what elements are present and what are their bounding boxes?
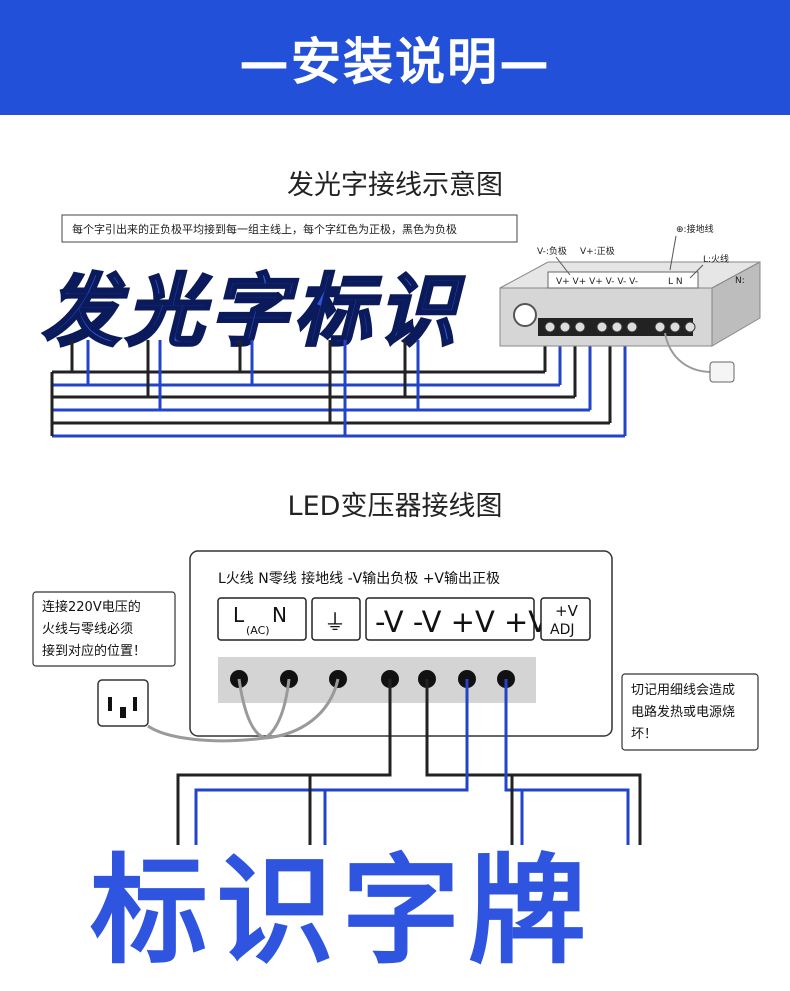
adj-terminal-label <box>540 597 591 641</box>
note-text: 每个字引出来的正负极平均接到每一组主线上，每个字红色为正极，黑色为负极 <box>72 222 457 236</box>
left-note-line-2: 火线与零线必须 <box>42 622 134 637</box>
section2-title: LED变压器接线图 <box>287 491 503 522</box>
socket-icon <box>97 679 149 727</box>
right-note-line-1: 切记用细线会造成 <box>631 683 736 698</box>
ground-terminal-label <box>311 597 361 641</box>
right-note-box <box>621 673 759 751</box>
label-l: L <box>233 603 245 627</box>
psu-terminal-labels: V+ V+ V+ V- V- V- <box>556 277 638 287</box>
left-note-box <box>32 591 176 667</box>
output-labels: -V -V +V +V <box>375 605 548 639</box>
neg-wire-a <box>176 679 392 845</box>
psu-pos-label: V+:正极 <box>580 245 615 257</box>
adj-top: +V <box>555 602 579 620</box>
section1-title: 发光字接线示意图 <box>287 170 503 201</box>
label-n: N <box>272 603 287 627</box>
sign-letters-2: 标识字牌 <box>90 842 594 980</box>
ln-terminal-label <box>217 597 307 641</box>
pos-wire-a <box>194 679 469 845</box>
right-note-line-2: 电路发热或电源烧 <box>631 705 736 720</box>
legend-ground: ⊕:接地线 <box>676 223 714 235</box>
left-note: 连接220V电压的 火线与零线必须 接到对应的位置！ <box>42 597 146 663</box>
neg-wire-b <box>425 679 642 845</box>
adj-bottom: ADJ <box>550 622 575 638</box>
pos-wire-b <box>504 679 630 845</box>
note-box <box>61 214 518 243</box>
left-note-line-3: 接到对应的位置！ <box>42 644 147 659</box>
power-supply-unit: V+ V+ V+ V- V- V- L N V-:负极 V+:正极 ⊕:接地线 … <box>499 223 761 383</box>
ground-icon: ⏚ <box>324 611 346 636</box>
title-banner: —安装说明— <box>0 0 790 115</box>
fan-icon <box>513 303 537 327</box>
legend-neutral: N: <box>735 276 745 286</box>
right-note: 切记用细线会造成 电路发热或电源烧 坏！ <box>631 680 735 746</box>
left-note-line-1: 连接220V电压的 <box>42 600 141 615</box>
banner-title: —安装说明— <box>239 33 551 91</box>
right-note-line-3: 坏！ <box>631 727 658 742</box>
terminal-strip <box>218 657 536 703</box>
output-terminal-label <box>365 597 535 641</box>
plug-icon <box>709 361 735 383</box>
legend-live: L:火线 <box>703 253 729 265</box>
psu-ln-label: L N <box>668 277 683 287</box>
transformer-header-labels: L火线 N零线 接地线 -V输出负极 +V输出正极 <box>218 570 500 587</box>
psu-neg-label: V-:负极 <box>537 245 567 257</box>
label-ac: (AC) <box>246 624 270 637</box>
